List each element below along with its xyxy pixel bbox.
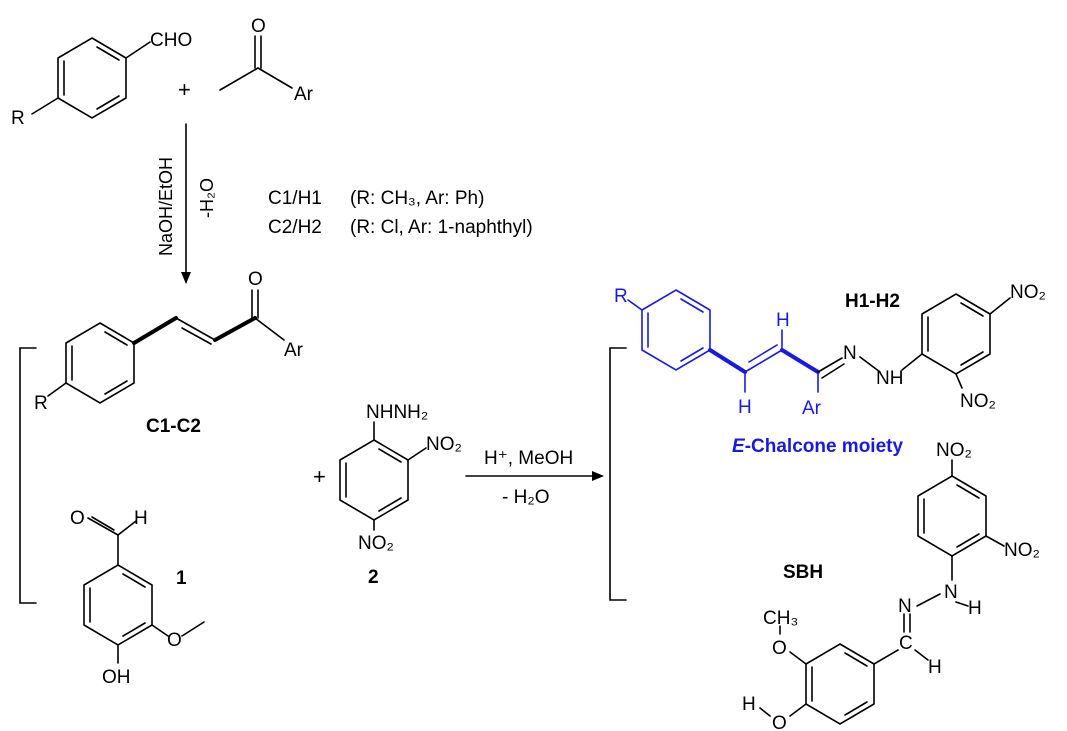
sbh-o-h-label: O [772, 713, 787, 731]
minus-water-label: -H₂O [197, 178, 217, 218]
left-bracket [19, 347, 37, 604]
sbh-h-n-label: H [968, 598, 982, 619]
step2-arrow: H⁺, MeOH - H₂O [465, 448, 604, 508]
plus-sign-2: + [313, 464, 326, 489]
sbh-no2-a-label: NO₂ [936, 440, 972, 461]
vanillin-h-label: H [134, 508, 148, 529]
moiety-text: -Chalcone moiety [745, 436, 904, 457]
vanillin-compound-label: 1 [176, 568, 187, 589]
h-nh-label: NH [876, 368, 903, 389]
sbh-n2-label: N [944, 582, 958, 603]
dnph-compound-label: 2 [368, 567, 379, 588]
sbh-o-me-label: O [772, 638, 787, 659]
benzaldehyde-structure: CHO R [11, 30, 192, 129]
h-olefin-top-label: H [776, 310, 790, 331]
e-chalcone-moiety-label: E-Chalcone moiety [732, 436, 903, 457]
substituent-table: C1/H1 (R: CH₃, Ar: Ph) C2/H2 (R: Cl, Ar:… [268, 188, 533, 238]
h-r-label: R [614, 286, 628, 307]
variant-desc-1: (R: CH₃, Ar: Ph) [350, 188, 484, 209]
vanillin-o-label: O [70, 508, 85, 529]
chalcone-ar-label: Ar [284, 340, 304, 361]
vanillin-oh-label: OH [102, 667, 131, 688]
h-n-label: N [843, 343, 857, 364]
vanillin-och3-o-label: O [167, 630, 182, 651]
h1-h2-compound-label: H1-H2 [845, 291, 900, 312]
plus-sign: + [178, 77, 191, 102]
sbh-compound-label: SBH [783, 562, 823, 583]
cho-label: CHO [150, 30, 192, 51]
dnph-no2-bottom-label: NO₂ [358, 533, 394, 554]
nhnh2-label: NHNH₂ [366, 402, 428, 423]
h1-h2-structure: R H H Ar N NH NO₂ NO₂ [614, 282, 1046, 419]
chalcone-structure: O Ar R [34, 269, 304, 414]
ketone-o-label: O [251, 16, 266, 37]
sbh-n1-label: N [898, 596, 912, 617]
sbh-structure: NO₂ NO₂ N H N C H O CH₃ O H [742, 440, 1040, 731]
naoh-etoh-label: NaOH/EtOH [156, 157, 176, 256]
h-olefin-bottom-label: H [738, 397, 752, 418]
h-no2-a-label: NO₂ [1010, 282, 1046, 303]
h-ar-label: Ar [802, 398, 822, 419]
h-no2-b-label: NO₂ [960, 391, 996, 412]
chalcone-o-label: O [248, 269, 263, 290]
e-prefix: E [732, 436, 746, 457]
dnph-no2-top-label: NO₂ [426, 434, 462, 455]
r-label: R [11, 108, 25, 129]
sbh-h-o-label: H [742, 694, 756, 715]
sbh-ch3-label: CH₃ [763, 608, 798, 629]
dnph-structure: NHNH₂ NO₂ NO₂ [339, 402, 462, 554]
chalcone-r-label: R [34, 393, 48, 414]
minus-water-label-2: - H₂O [502, 487, 549, 508]
ketone-ar-label: Ar [294, 84, 314, 105]
variant-desc-2: (R: Cl, Ar: 1-naphthyl) [350, 217, 533, 238]
sbh-c-label: C [899, 633, 913, 654]
vanillin-structure: O H O OH [70, 508, 205, 688]
acid-meoh-label: H⁺, MeOH [484, 448, 573, 469]
step1-arrow: NaOH/EtOH -H₂O [156, 123, 217, 284]
right-bracket [609, 347, 627, 601]
variant-code-1: C1/H1 [268, 188, 322, 209]
chalcone-compound-label: C1-C2 [146, 416, 201, 437]
variant-code-2: C2/H2 [268, 217, 322, 238]
sbh-h-c-label: H [928, 657, 942, 678]
ketone-structure: O Ar [219, 16, 314, 105]
sbh-no2-b-label: NO₂ [1004, 540, 1040, 561]
